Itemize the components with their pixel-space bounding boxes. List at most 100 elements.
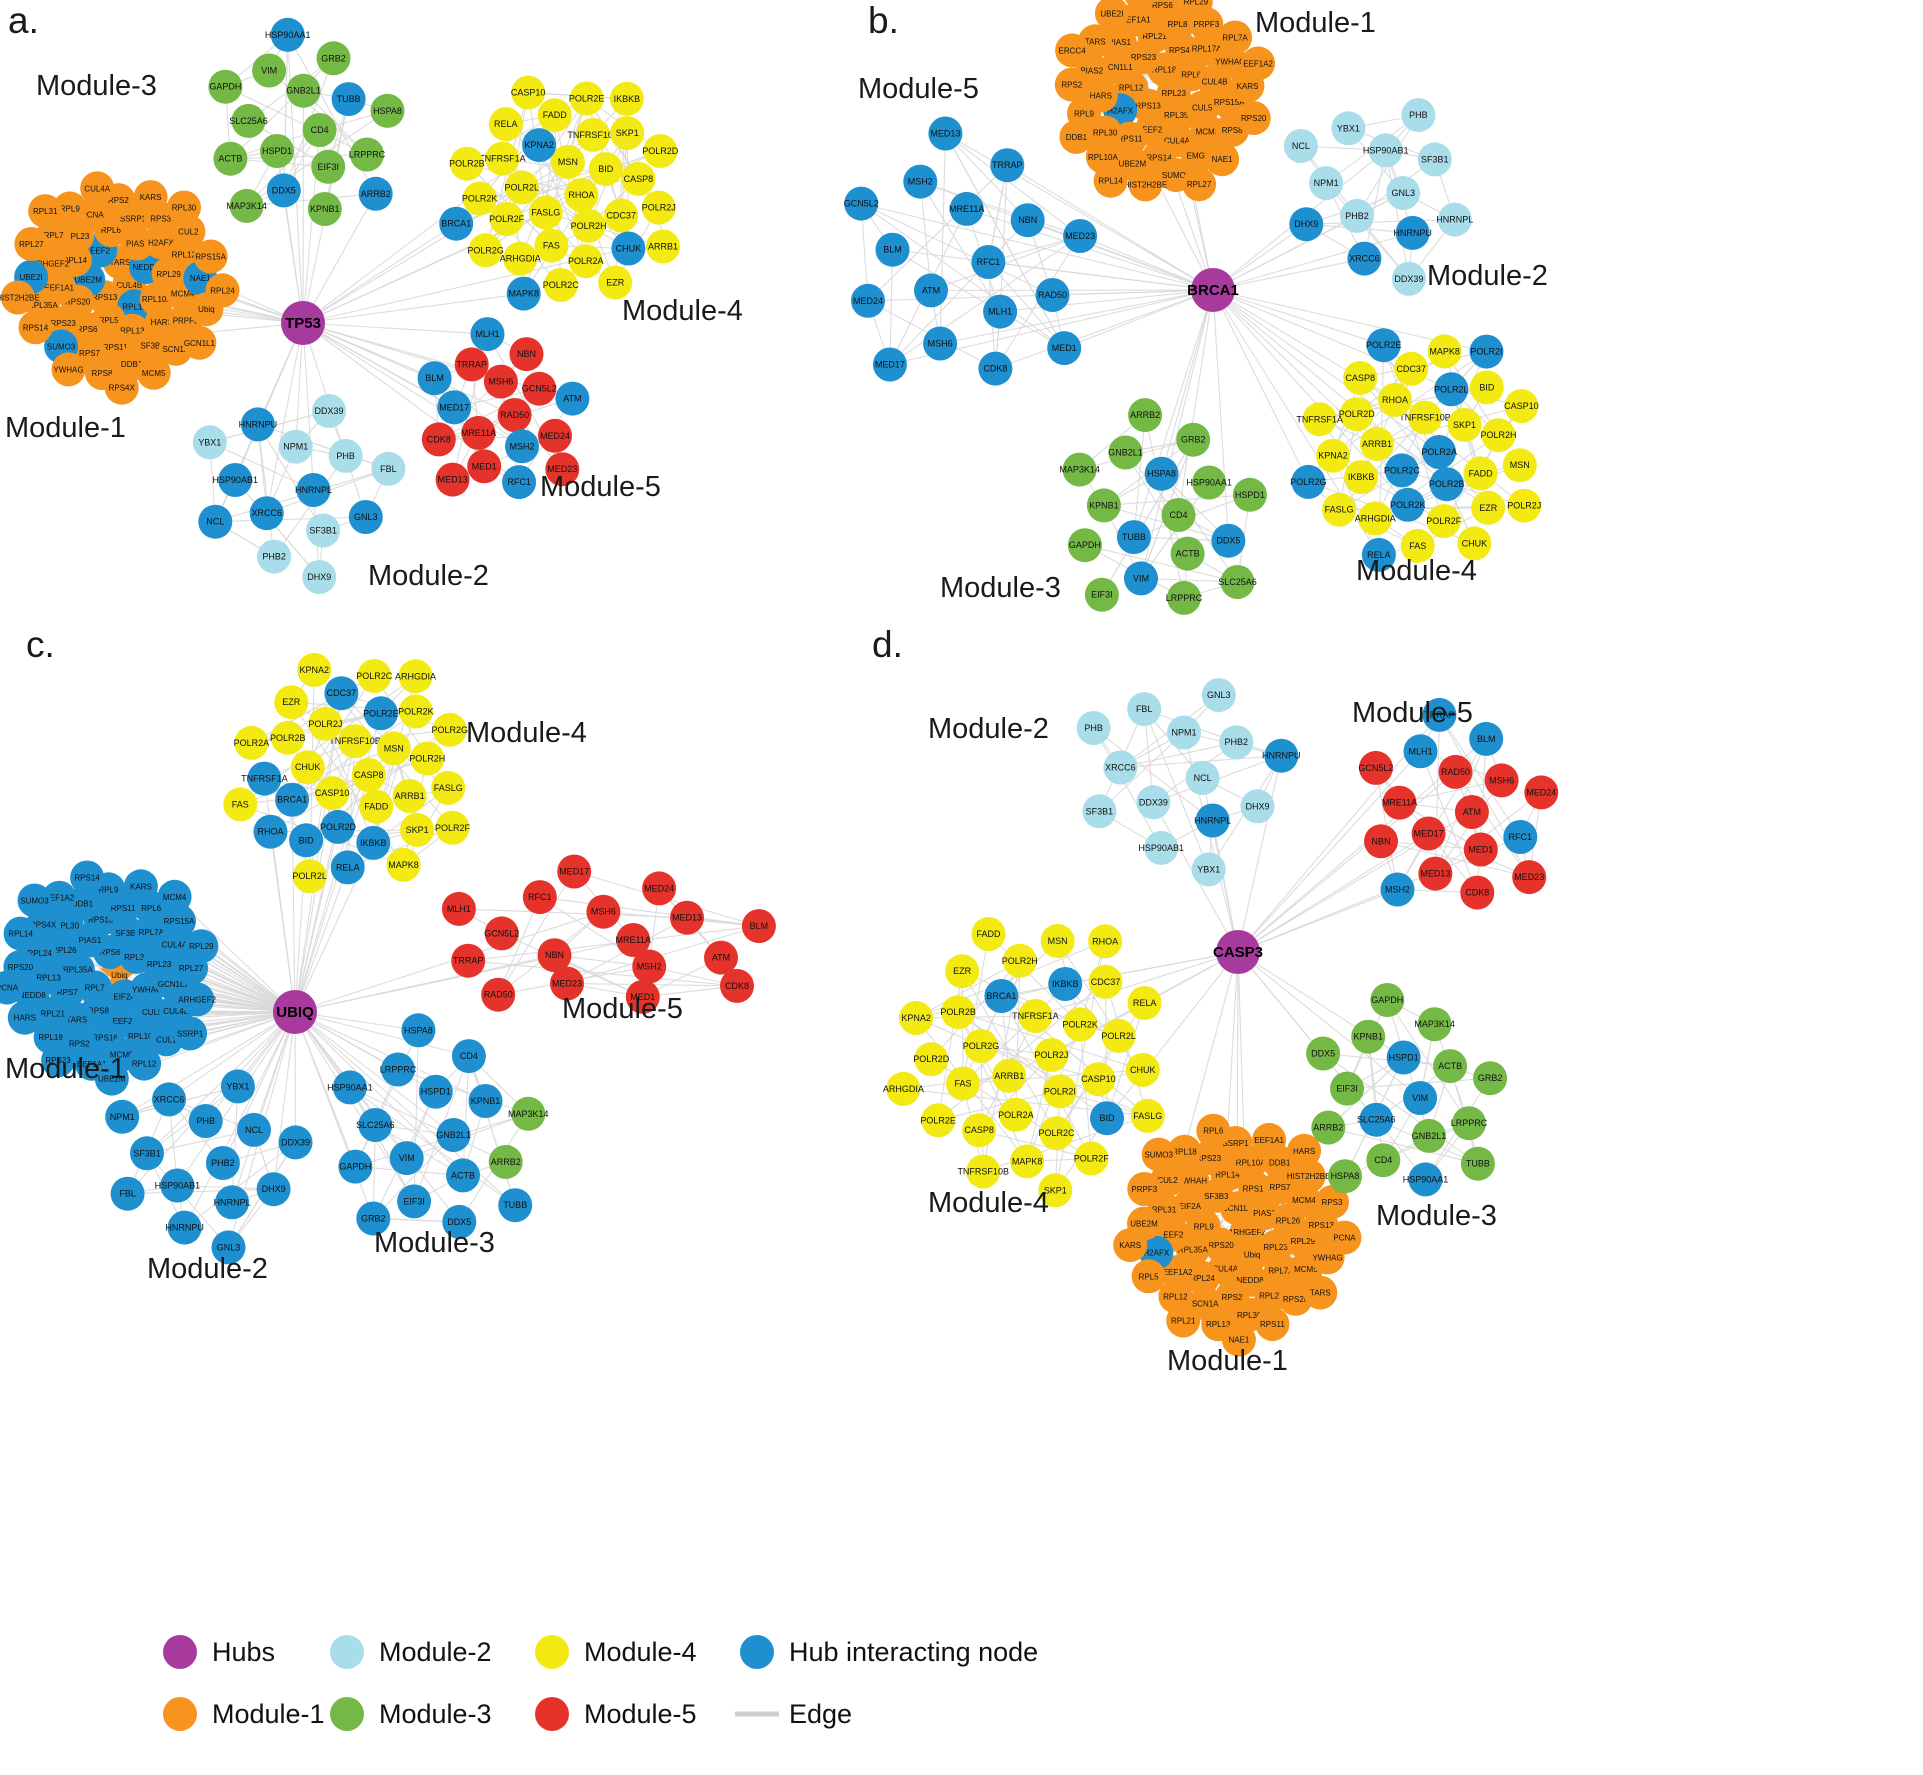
node-POLR2H[interactable] bbox=[1481, 418, 1516, 453]
node-CDK8[interactable] bbox=[978, 351, 1013, 386]
node-LRPPRC[interactable] bbox=[381, 1052, 415, 1087]
node-MAP3K14[interactable] bbox=[1417, 1007, 1452, 1042]
node-POLR2L[interactable] bbox=[1101, 1018, 1136, 1053]
node-MED13[interactable] bbox=[1418, 856, 1453, 891]
node-BRCA1[interactable] bbox=[984, 979, 1019, 1013]
node-RPL30[interactable] bbox=[167, 190, 201, 225]
node-TRRAP[interactable] bbox=[451, 943, 486, 978]
node-YBX1[interactable] bbox=[1191, 852, 1226, 887]
node-HSP90AA1[interactable] bbox=[332, 1070, 367, 1105]
node-RPS15A[interactable] bbox=[193, 239, 228, 274]
node-POLR2B[interactable] bbox=[270, 720, 305, 755]
node-MSH6[interactable] bbox=[586, 894, 621, 929]
node-CDC37[interactable] bbox=[1394, 351, 1429, 386]
node-RPS20[interactable] bbox=[1236, 101, 1271, 136]
node-MSH6[interactable] bbox=[483, 364, 518, 399]
node-GCN5L2[interactable] bbox=[522, 371, 557, 406]
node-ATM[interactable] bbox=[555, 381, 590, 416]
node-GNL3[interactable] bbox=[348, 500, 383, 534]
node-DDX5[interactable] bbox=[442, 1204, 477, 1239]
node-HSP90AA1[interactable] bbox=[270, 17, 305, 52]
node-POLR2G[interactable] bbox=[432, 712, 467, 747]
node-NCL[interactable] bbox=[237, 1112, 271, 1147]
node-RPS7[interactable] bbox=[1123, 0, 1157, 10]
node-MLH1[interactable] bbox=[1403, 734, 1438, 769]
node-TNFRSF1A[interactable] bbox=[247, 761, 282, 796]
node-SF3B1[interactable] bbox=[130, 1136, 164, 1171]
node-MSH6[interactable] bbox=[923, 326, 958, 361]
node-HSP90AB1[interactable] bbox=[1144, 830, 1179, 865]
node-KARS[interactable] bbox=[133, 180, 168, 215]
node-MCM4[interactable] bbox=[157, 879, 192, 914]
node-CASP8[interactable] bbox=[1343, 361, 1378, 395]
node-MED23[interactable] bbox=[545, 452, 580, 487]
node-RPL24[interactable] bbox=[205, 273, 240, 308]
node-RHOA[interactable] bbox=[253, 814, 288, 849]
node-ARRB2[interactable] bbox=[488, 1144, 523, 1179]
node-MSH2[interactable] bbox=[1380, 872, 1415, 907]
node-ARHGDIA[interactable] bbox=[1358, 501, 1393, 536]
node-MED13[interactable] bbox=[435, 462, 470, 497]
node-DHX9[interactable] bbox=[1240, 789, 1275, 824]
node-SKP1[interactable] bbox=[610, 116, 645, 151]
node-SF3B1[interactable] bbox=[1417, 142, 1452, 177]
node-NBN[interactable] bbox=[509, 337, 544, 372]
node-GRB2[interactable] bbox=[1176, 422, 1211, 457]
node-FASLG[interactable] bbox=[1322, 492, 1357, 527]
node-MLH1[interactable] bbox=[470, 317, 505, 352]
node-IKBKB[interactable] bbox=[1048, 967, 1083, 1001]
node-TARS[interactable] bbox=[1303, 1275, 1338, 1310]
node-RFC1[interactable] bbox=[1503, 820, 1538, 854]
node-GCN5L2[interactable] bbox=[844, 186, 879, 221]
node-HSPD1[interactable] bbox=[1386, 1040, 1421, 1075]
node-SF3B1[interactable] bbox=[1082, 794, 1117, 829]
node-POLR2I[interactable] bbox=[1042, 1074, 1077, 1109]
node-HSP90AA1[interactable] bbox=[1408, 1162, 1443, 1197]
node-PCNA[interactable] bbox=[1327, 1220, 1362, 1255]
node-RPL29[interactable] bbox=[1178, 0, 1213, 19]
node-CHUK[interactable] bbox=[1125, 1052, 1160, 1087]
node-HIST2H2BE[interactable] bbox=[1128, 167, 1163, 202]
node-POLR2C[interactable] bbox=[1384, 453, 1419, 488]
node-VIM[interactable] bbox=[1124, 561, 1158, 596]
node-ATM[interactable] bbox=[914, 273, 948, 308]
node-RPL7A[interactable] bbox=[1218, 20, 1253, 55]
node-SLC25A6[interactable] bbox=[231, 103, 266, 138]
node-RPL12[interactable] bbox=[127, 1046, 162, 1081]
node-CDC37[interactable] bbox=[604, 198, 639, 233]
node-NAE1[interactable] bbox=[1205, 142, 1240, 177]
node-POLR2L[interactable] bbox=[1434, 372, 1469, 407]
node-PCNA[interactable] bbox=[0, 970, 24, 1005]
node-CASP10[interactable] bbox=[1081, 1062, 1116, 1097]
node-RFC1[interactable] bbox=[502, 465, 537, 500]
node-HNRNPU[interactable] bbox=[240, 407, 275, 442]
node-TRRAP[interactable] bbox=[1422, 697, 1457, 732]
node-RELA[interactable] bbox=[330, 850, 365, 885]
node-PHB[interactable] bbox=[1076, 711, 1111, 745]
node-PHB2[interactable] bbox=[205, 1146, 240, 1180]
node-POLR2E[interactable] bbox=[1366, 328, 1401, 363]
node-SKP1[interactable] bbox=[400, 812, 435, 847]
node-MRE11A[interactable] bbox=[949, 191, 984, 226]
node-HNRNPL[interactable] bbox=[296, 473, 331, 507]
node-FAS[interactable] bbox=[1400, 528, 1435, 563]
node-EZR[interactable] bbox=[945, 954, 980, 989]
node-FBL[interactable] bbox=[1127, 692, 1162, 727]
node-UBE2I[interactable] bbox=[1094, 0, 1129, 31]
node-ARHGDIA[interactable] bbox=[398, 659, 433, 694]
node-FBL[interactable] bbox=[371, 451, 406, 486]
node-HSPD1[interactable] bbox=[418, 1074, 453, 1109]
node-MED17[interactable] bbox=[1411, 816, 1446, 851]
node-MED23[interactable] bbox=[550, 966, 584, 1001]
node-POLR2E[interactable] bbox=[363, 696, 398, 731]
node-MAPK8[interactable] bbox=[1427, 334, 1462, 369]
node-MSH2[interactable] bbox=[505, 429, 539, 464]
node-TUBB[interactable] bbox=[498, 1188, 533, 1223]
node-POLR2F[interactable] bbox=[1074, 1141, 1109, 1176]
node-RELA[interactable] bbox=[1127, 986, 1162, 1020]
node-TNFRSF10B[interactable] bbox=[576, 117, 611, 152]
node-EIF3I[interactable] bbox=[1330, 1071, 1364, 1106]
node-CDC37[interactable] bbox=[324, 676, 359, 711]
node-LRPPRC[interactable] bbox=[1167, 580, 1201, 615]
node-RHOA[interactable] bbox=[1378, 382, 1412, 417]
